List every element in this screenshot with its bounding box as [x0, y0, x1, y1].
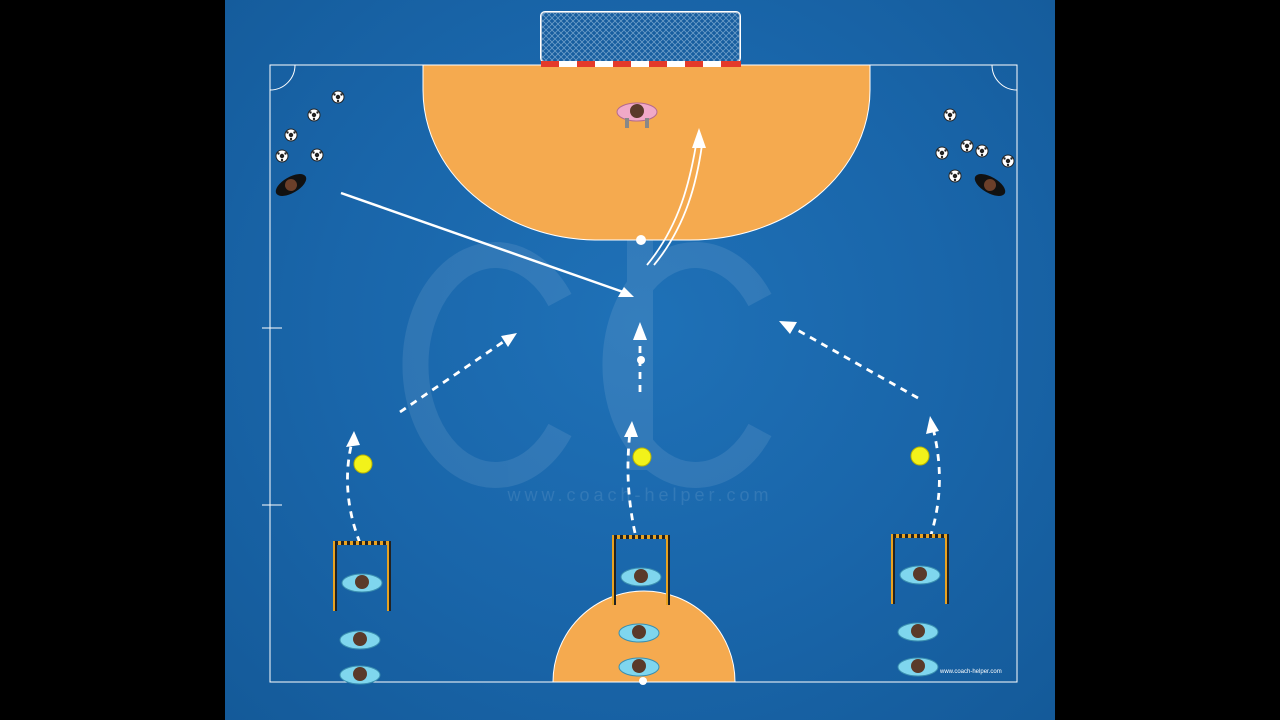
- soccer-ball-icon: [331, 90, 345, 104]
- soccer-ball-icon: [307, 108, 321, 122]
- penalty-spot: [636, 235, 646, 245]
- yellow-cone-marker-icon: [910, 446, 930, 466]
- penalty-area-top: [422, 64, 871, 241]
- player-icon: [618, 623, 660, 643]
- coach-icon: [974, 174, 1006, 196]
- shot-arrow: [646, 128, 706, 266]
- arrowhead: [779, 321, 797, 334]
- corner-arc-left: [269, 64, 296, 91]
- run-path-left: [346, 441, 362, 544]
- watermark-url: www.coach-helper.com: [507, 485, 773, 505]
- soccer-ball-icon: [284, 128, 298, 142]
- yellow-cone-marker-icon: [632, 447, 652, 467]
- main-goal: [540, 11, 741, 67]
- player-icon: [897, 622, 939, 642]
- run-path-right-diagonal: [791, 325, 919, 400]
- soccer-ball-icon: [1001, 154, 1015, 168]
- soccer-ball-icon: [943, 108, 957, 122]
- run-path-right: [928, 427, 941, 539]
- player-icon: [339, 630, 381, 650]
- corner-arc-right: [991, 64, 1018, 91]
- soccer-ball-icon: [935, 146, 949, 160]
- player-icon: [341, 573, 383, 593]
- coach-icon: [275, 174, 307, 196]
- watermark-logo: [402, 240, 772, 488]
- soccer-ball-icon: [275, 149, 289, 163]
- soccer-ball-icon: [960, 139, 974, 153]
- corner-watermark-url: www.coach-helper.com: [940, 669, 1002, 675]
- arrowhead: [346, 431, 360, 447]
- arrowhead: [501, 333, 517, 347]
- soccer-ball-icon: [310, 148, 324, 162]
- arrowhead: [926, 416, 939, 434]
- soccer-ball-icon: [975, 144, 989, 158]
- player-icon: [339, 665, 381, 685]
- player-icon: [899, 565, 941, 585]
- run-path-left-diagonal: [399, 338, 507, 414]
- pass-arrow: [340, 191, 634, 297]
- bottom-spot: [639, 677, 647, 685]
- yellow-cone-marker-icon: [353, 454, 373, 474]
- player-icon: [618, 657, 660, 677]
- goalkeeper-icon: [616, 102, 658, 128]
- player-icon: [620, 567, 662, 587]
- player-icon: [897, 657, 939, 677]
- arrowhead: [633, 322, 647, 340]
- arrowhead: [624, 421, 638, 437]
- soccer-ball-icon: [948, 169, 962, 183]
